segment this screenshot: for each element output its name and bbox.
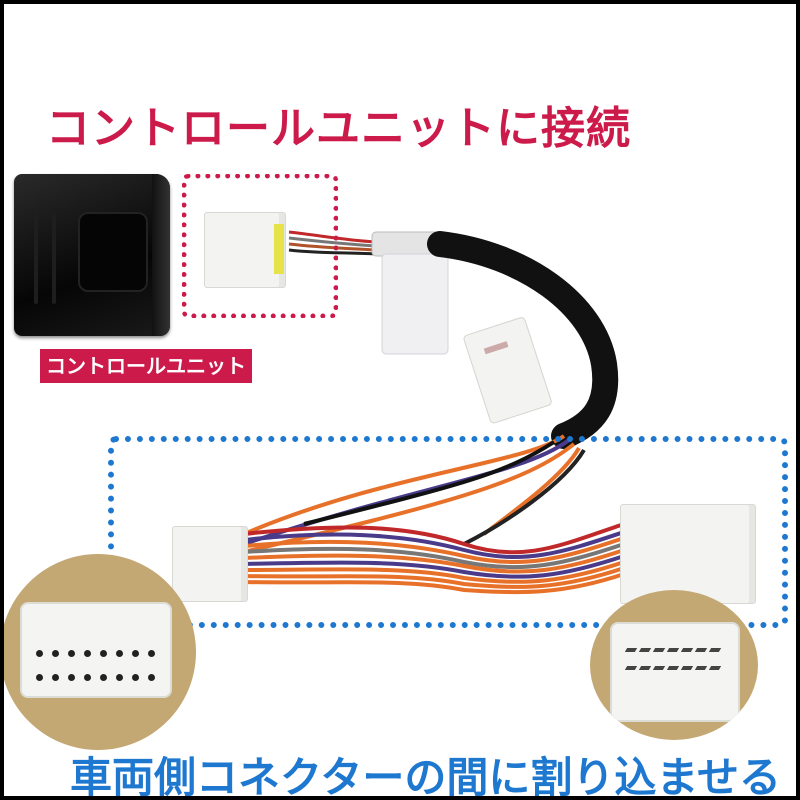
harness-left-connector <box>172 526 248 602</box>
control-unit-image <box>14 174 170 336</box>
female-connector-body <box>20 602 172 698</box>
heading-insert-between-vehicle-connectors: 車両側コネクターの間に割り込ませる <box>70 753 782 796</box>
control-unit-side-connector <box>204 212 286 288</box>
unit-groove <box>52 214 56 304</box>
control-unit-connector-highlight <box>182 174 338 318</box>
male-connector-body <box>610 622 740 722</box>
unit-side-edge <box>152 174 170 336</box>
heading-connect-to-control-unit: コントロールユニットに接続 <box>46 103 631 154</box>
male-connector-closeup <box>590 590 758 740</box>
female-connector-closeup <box>4 554 196 750</box>
wiring-harness-illustration <box>243 230 625 595</box>
yellow-connector-band <box>274 224 284 274</box>
unit-groove <box>34 214 38 304</box>
harness-right-connector <box>620 504 756 604</box>
unit-face-panel <box>78 212 148 292</box>
vehicle-side-connector-highlight <box>108 436 788 628</box>
product-infographic: コントロールユニットに接続 コントロールユニット 車両側コネクターの間に割り込ま… <box>4 4 796 796</box>
control-unit-label: コントロールユニット <box>40 349 252 383</box>
